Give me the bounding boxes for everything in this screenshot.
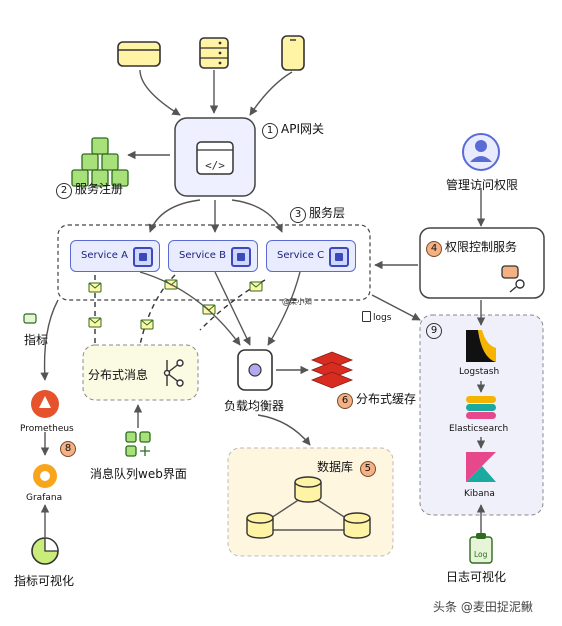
database-cylinder-icon xyxy=(246,476,371,539)
metrics-viz-label: 指标可视化 xyxy=(14,574,75,588)
prometheus-label: Prometheus xyxy=(20,424,74,434)
pie-chart-icon xyxy=(31,537,59,565)
prometheus-icon xyxy=(31,390,59,418)
database-label: 数据库 5 xyxy=(317,458,379,477)
service-a-label: Service A xyxy=(81,250,128,261)
footer-watermark: 头条 @麦田捉泥鳅 xyxy=(433,600,533,614)
cubes-icon xyxy=(71,137,129,187)
service-c-label: Service C xyxy=(277,250,325,261)
elk-number-text: 9 xyxy=(426,323,442,339)
service-b-box: Service B xyxy=(168,240,258,272)
mq-label: 分布式消息 xyxy=(88,368,149,382)
load-balancer-label: 负载均衡器 xyxy=(224,399,285,413)
cpu-chip-icon xyxy=(231,247,251,267)
service-b-label: Service B xyxy=(179,250,226,261)
share-icon xyxy=(163,359,184,387)
metrics-label: 指标 xyxy=(24,333,49,347)
kibana-label: Kibana xyxy=(464,489,495,499)
grafana-label: Grafana xyxy=(26,493,63,503)
log-viz-label: 日志可视化 xyxy=(446,570,507,584)
logstash-label: Logstash xyxy=(459,367,500,377)
cache-number: 6 xyxy=(337,393,353,409)
redis-icon xyxy=(310,351,354,389)
grid-plus-icon xyxy=(125,431,151,457)
elasticsearch-label: Elasticsearch xyxy=(449,424,509,434)
api-gateway-number: 1 xyxy=(262,123,278,139)
service-layer-text: 服务层 xyxy=(309,206,346,220)
service-a-box: Service A xyxy=(70,240,160,272)
mq-box xyxy=(82,344,199,401)
kibana-icon xyxy=(466,452,496,482)
user-icon xyxy=(462,133,500,171)
monitoring-number: 8 xyxy=(60,440,79,457)
cpu-chip-icon xyxy=(133,247,153,267)
mq-web-label: 消息队列web界面 xyxy=(90,467,187,481)
database-number: 5 xyxy=(359,461,376,477)
service-registry-text: 服务注册 xyxy=(75,182,124,196)
database-text: 数据库 xyxy=(317,460,354,474)
client-card-icon xyxy=(117,41,161,67)
key-lock-icon xyxy=(501,265,525,293)
elk-number: 9 xyxy=(426,322,445,339)
service-c-box: Service C xyxy=(266,240,356,272)
api-gateway-text: API网关 xyxy=(281,122,324,136)
log-doc-icon xyxy=(362,311,371,322)
watermark-small: @栗小知 xyxy=(282,297,312,306)
access-mgmt-label: 管理访问权限 xyxy=(446,178,519,192)
small-square-icon xyxy=(23,313,37,324)
logs-text: logs xyxy=(373,313,392,323)
code-window-icon: </> xyxy=(174,117,256,197)
auth-service-number: 4 xyxy=(426,241,442,257)
log-icon-text: Log xyxy=(474,550,488,559)
monitoring-number-text: 8 xyxy=(60,441,76,457)
service-registry-number: 2 xyxy=(56,183,72,199)
log-file-icon xyxy=(469,533,493,564)
load-balancer-icon xyxy=(237,349,273,391)
elasticsearch-icon xyxy=(466,396,496,419)
service-layer-number: 3 xyxy=(290,207,306,223)
cpu-chip-icon xyxy=(329,247,349,267)
auth-service-text: 权限控制服务 xyxy=(445,240,518,254)
mobile-icon xyxy=(281,35,305,71)
cache-text: 分布式缓存 xyxy=(356,392,417,406)
grafana-icon xyxy=(33,464,57,488)
server-icon xyxy=(199,37,229,69)
logs-label: logs xyxy=(362,311,391,323)
logstash-icon xyxy=(466,330,496,362)
svg-text:</>: </> xyxy=(205,159,225,172)
auth-service-box xyxy=(419,227,545,299)
